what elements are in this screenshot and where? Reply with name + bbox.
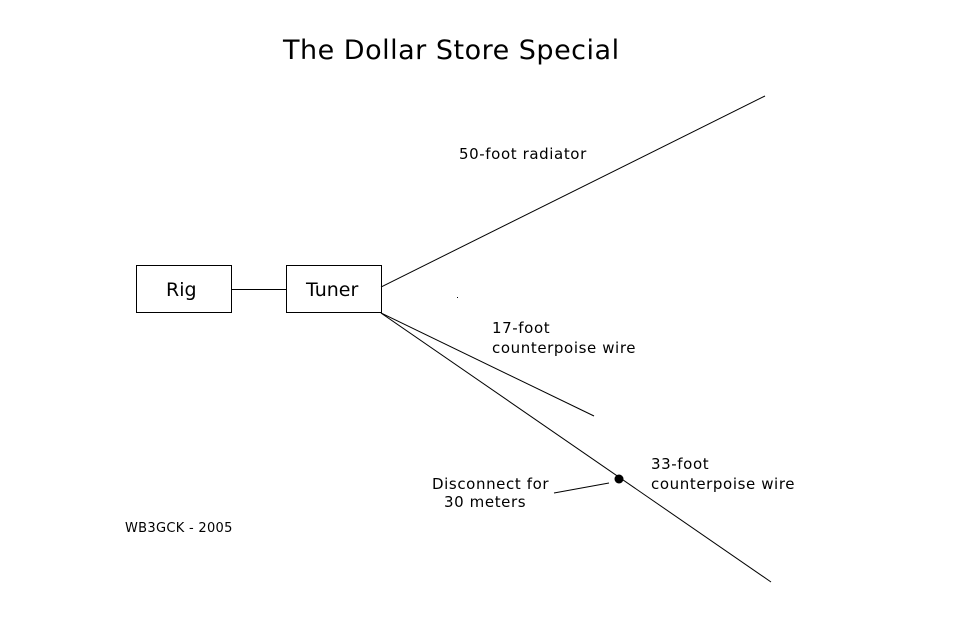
radiator-label: 50-foot radiator [459,145,587,163]
tuner-box [286,265,382,313]
disconnect-label-line1: Disconnect for [432,475,550,493]
counterpoise-17ft-wire [380,312,595,417]
rig-label: Rig [166,279,197,301]
counterpoise17-label-line2: counterpoise wire [492,339,637,357]
counterpoise17-label-line1: 17-foot [492,319,551,337]
counterpoise33-label-line1: 33-foot [651,455,710,473]
counterpoise-33ft-wire [380,312,772,583]
disconnect-point [614,474,624,484]
radiator-wire [380,95,766,288]
disconnect-label-line2: 30 meters [444,493,527,511]
stray-dot [457,297,458,298]
counterpoise33-label-line2: counterpoise wire [651,475,796,493]
tuner-label: Tuner [306,279,359,301]
author-credit: WB3GCK - 2005 [125,521,233,536]
diagram-title: The Dollar Store Special [283,35,620,66]
disconnect-leader-line [553,482,610,494]
